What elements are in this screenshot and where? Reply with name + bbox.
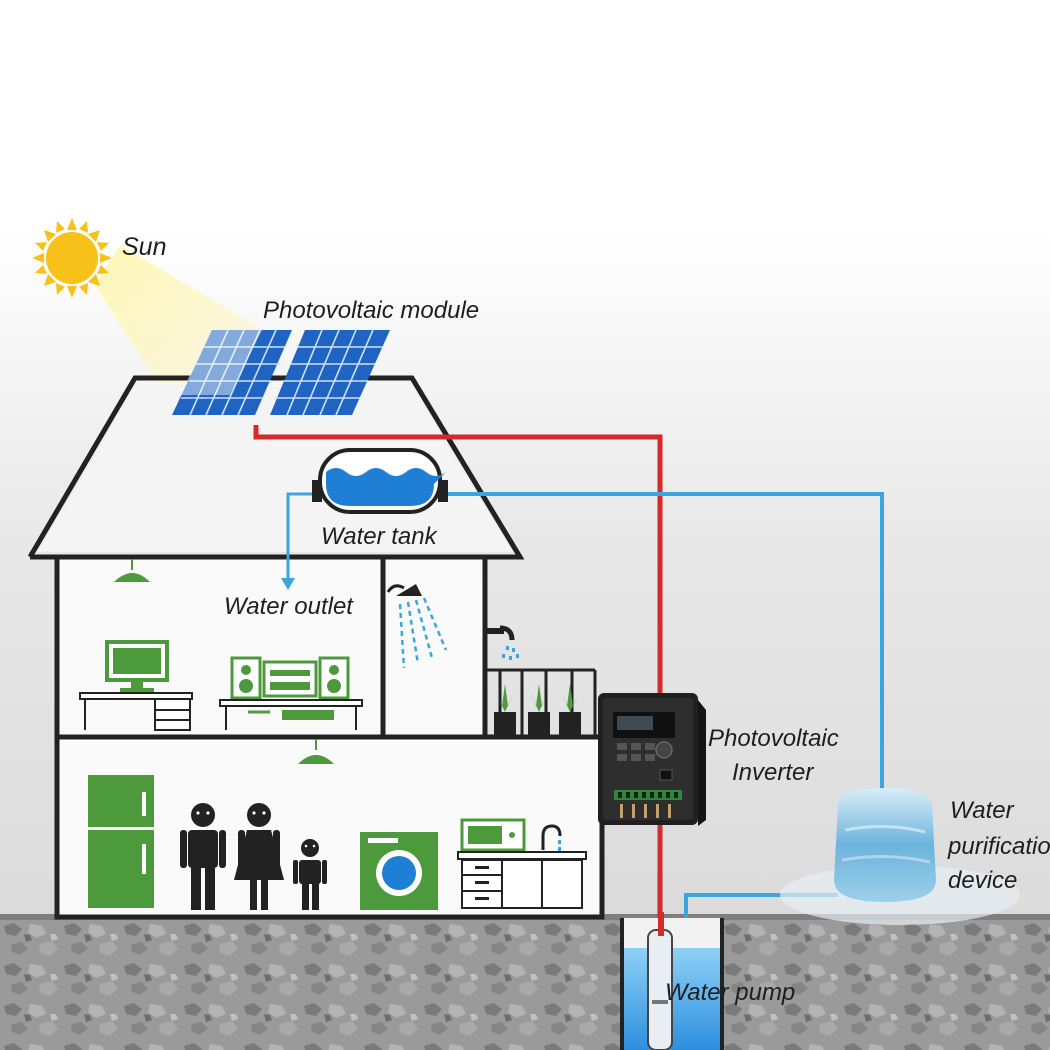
inverter-label-line1: Photovoltaic	[708, 725, 839, 752]
family-icon	[180, 803, 327, 910]
ceiling-lamp-icon	[114, 559, 334, 764]
water-outlet-arrow	[281, 492, 312, 590]
washing-machine-icon	[360, 832, 438, 910]
tv-stand	[219, 699, 363, 730]
water-outlet-label: Water outlet	[224, 593, 353, 620]
solar-panel-icon	[172, 329, 390, 416]
water-tank-icon	[312, 448, 448, 514]
sun-label: Sun	[122, 233, 167, 261]
water-tank-label: Water tank	[321, 523, 437, 550]
refrigerator-icon	[88, 775, 154, 908]
faucet-icon	[486, 625, 519, 660]
pv-module-label: Photovoltaic module	[263, 297, 480, 324]
ground	[0, 918, 1050, 1050]
monitor-icon	[105, 640, 169, 692]
inverter-icon	[598, 693, 706, 826]
shower-icon	[386, 584, 448, 669]
water-pump-label: Water pump	[665, 979, 796, 1006]
inverter-label-line2: Inverter	[732, 759, 814, 786]
stereo-icon	[230, 656, 350, 700]
purifier-label-line2: purificatio	[948, 833, 1050, 860]
kitchen-icon	[457, 818, 587, 909]
purifier-label-line3: device	[948, 867, 1018, 894]
purifier-icon	[780, 788, 1020, 925]
potted-plant-icon	[494, 684, 581, 736]
purifier-label-line1: Water	[950, 797, 1014, 824]
desk	[79, 692, 193, 731]
